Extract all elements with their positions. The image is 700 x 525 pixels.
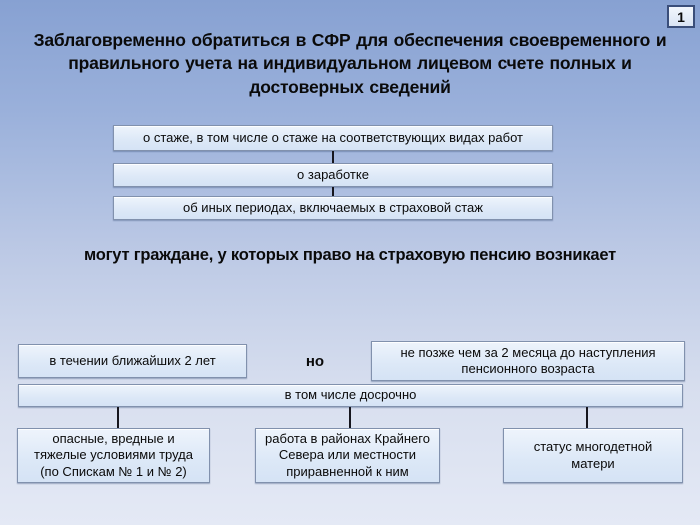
but-label: но: [305, 353, 325, 370]
connector-line: [332, 151, 334, 163]
slide-subtitle: могут граждане, у которых право на страх…: [83, 246, 617, 264]
timing-box-two-months: не позже чем за 2 месяца до наступления …: [371, 341, 685, 381]
info-box-zarabotok: о заработке: [113, 163, 553, 187]
info-box-stazh: о стаже, в том числе о стаже на соответс…: [113, 125, 553, 151]
connector-line: [332, 187, 334, 196]
early-retirement-box: в том числе досрочно: [18, 384, 683, 407]
case-box-mother-many-children: статус многодетной матери: [503, 428, 683, 483]
timing-box-two-years: в течении ближайших 2 лет: [18, 344, 247, 378]
connector-line: [349, 407, 351, 428]
page-number-label: 1: [677, 8, 685, 25]
case-box-far-north: работа в районах Крайнего Севера или мес…: [255, 428, 440, 483]
info-box-inye-periody: об иных периодах, включаемых в страховой…: [113, 196, 553, 220]
connector-line: [586, 407, 588, 428]
slide-title: Заблаговременно обратиться в СФР для обе…: [33, 30, 667, 97]
connector-line: [117, 407, 119, 428]
page-number-badge: 1: [667, 5, 695, 28]
case-box-hazardous-work: опасные, вредные и тяжелые условиями тру…: [17, 428, 210, 483]
